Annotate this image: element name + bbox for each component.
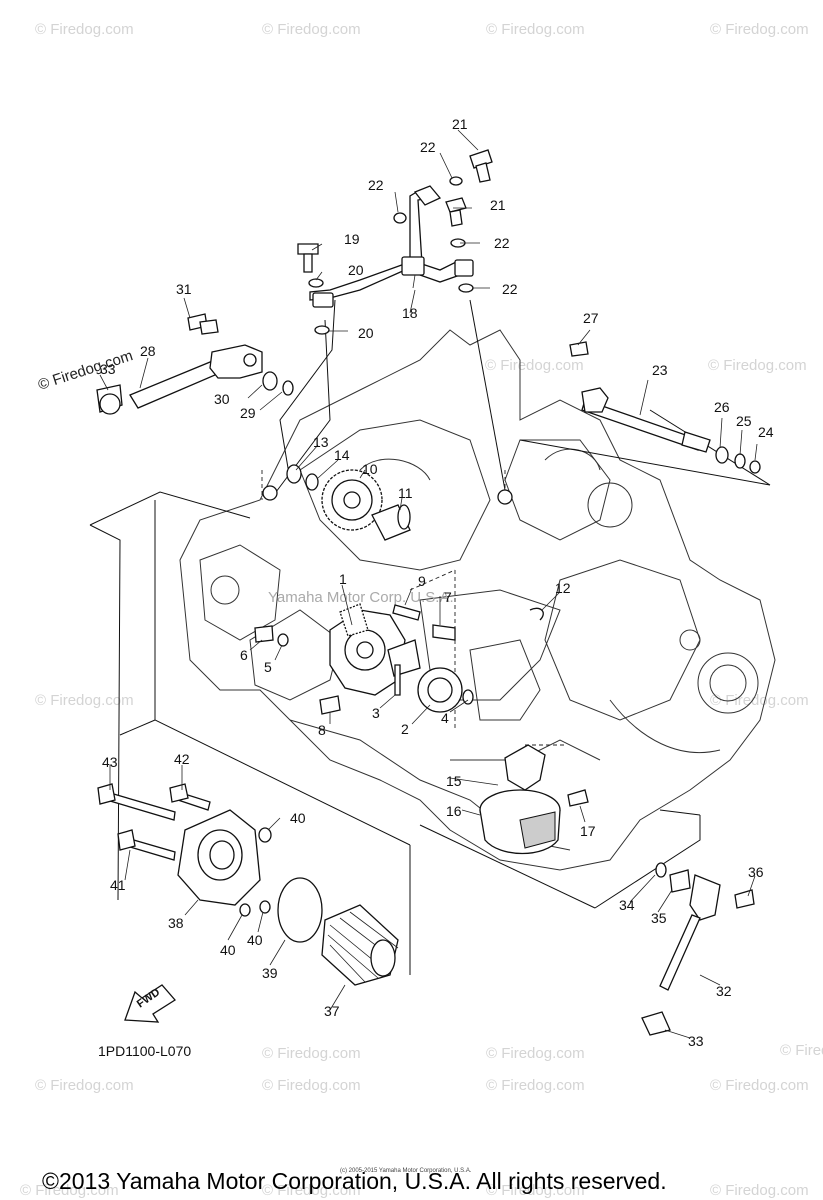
callout: 34 — [619, 897, 635, 913]
callout: 40 — [247, 932, 263, 948]
callout: 8 — [318, 722, 326, 738]
watermark: © Firedog.com — [262, 21, 361, 38]
callout: 14 — [334, 447, 350, 463]
callout: 22 — [502, 281, 518, 297]
callout: 36 — [748, 864, 764, 880]
callout-numbers: 1 2 3 4 5 6 7 8 9 10 11 12 13 14 15 16 1… — [100, 116, 774, 1049]
callout: 1 — [339, 571, 347, 587]
callout: 13 — [313, 434, 329, 450]
watermark: © Firedog.com — [262, 1045, 361, 1062]
watermark: © Firedog.com — [710, 21, 809, 38]
watermark-layer: © Firedog.com © Firedog.com © Firedog.co… — [20, 21, 823, 1199]
callout: 42 — [174, 751, 190, 767]
callout: 22 — [368, 177, 384, 193]
watermark: © Firedog.com — [710, 692, 809, 709]
watermark: © Firedog.com — [485, 357, 584, 374]
watermark: © Firedog.com — [486, 1182, 585, 1199]
callout: 5 — [264, 659, 272, 675]
oil-strainer — [479, 744, 589, 855]
oil-pump — [254, 603, 544, 715]
callout: 19 — [344, 231, 360, 247]
copyright-notice: ©2013 Yamaha Motor Corporation, U.S.A. A… — [42, 1168, 667, 1194]
callout: 40 — [290, 810, 306, 826]
callout: 21 — [490, 197, 506, 213]
callout: 26 — [714, 399, 730, 415]
callout: 17 — [580, 823, 596, 839]
callout: 29 — [240, 405, 256, 421]
callout: 22 — [420, 139, 436, 155]
watermark: © Firedog.com — [35, 21, 134, 38]
pump-drive-gear — [262, 464, 513, 541]
leader-lines — [99, 129, 758, 1039]
watermark: © Firedog.com — [486, 1045, 585, 1062]
oil-hose-right — [641, 862, 755, 1036]
watermark: © Firedog.com — [710, 1182, 809, 1199]
callout: 20 — [358, 325, 374, 341]
callout: 23 — [652, 362, 668, 378]
callout: 38 — [168, 915, 184, 931]
forward-arrow-icon: FWD — [124, 984, 176, 1023]
oil-filter-assembly — [97, 783, 399, 986]
callout: 31 — [176, 281, 192, 297]
callout: 30 — [214, 391, 230, 407]
callout: 4 — [441, 710, 449, 726]
callout: 37 — [324, 1003, 340, 1019]
watermark: © Firedog.com — [780, 1042, 823, 1059]
watermark: © Firedog.com — [262, 1182, 361, 1199]
callout: 33 — [100, 361, 116, 377]
callout: 3 — [372, 705, 380, 721]
callout: 27 — [583, 310, 599, 326]
callout: 28 — [140, 343, 156, 359]
oil-pipe-right — [569, 341, 761, 474]
case-watermark: Yamaha Motor Corp. U.S.A. — [268, 589, 454, 606]
callout: 41 — [110, 877, 126, 893]
watermark: © Firedog.com — [486, 21, 585, 38]
callout: 35 — [651, 910, 667, 926]
callout: 24 — [758, 424, 774, 440]
callout: 39 — [262, 965, 278, 981]
small-copyright: (c) 2005-2015 Yamaha Motor Corporation, … — [340, 1168, 472, 1174]
watermark: © Firedog.com — [20, 1182, 119, 1199]
callout: 20 — [348, 262, 364, 278]
callout: 6 — [240, 647, 248, 663]
callout: 18 — [402, 305, 418, 321]
crankcase: Yamaha Motor Corp. U.S.A. — [179, 329, 776, 871]
watermark: © Firedog.com — [262, 1077, 361, 1094]
callout: 11 — [398, 485, 413, 501]
callout: 25 — [736, 413, 752, 429]
callout: 10 — [362, 461, 378, 477]
callout: 7 — [444, 589, 452, 605]
callout: 2 — [401, 721, 409, 737]
callout: 40 — [220, 942, 236, 958]
callout: 22 — [494, 235, 510, 251]
callout: 43 — [102, 754, 118, 770]
callout: 33 — [688, 1033, 704, 1049]
callout: 32 — [716, 983, 732, 999]
watermark: © Firedog.com — [486, 1077, 585, 1094]
watermark: © Firedog.com — [35, 1077, 134, 1094]
callout: 9 — [418, 573, 426, 589]
callout: 15 — [446, 773, 462, 789]
oil-delivery-pipe — [297, 149, 493, 335]
oil-hose-left — [96, 313, 294, 415]
callout: 21 — [452, 116, 468, 132]
callout: 12 — [555, 580, 571, 596]
assembly-lines — [89, 299, 771, 975]
callout: 16 — [446, 803, 462, 819]
watermark: © Firedog.com — [710, 1077, 809, 1094]
watermark: © Firedog.com — [35, 692, 134, 709]
watermark: © Firedog.com — [708, 357, 807, 374]
diagram-code: 1PD1100-L070 — [98, 1043, 191, 1059]
